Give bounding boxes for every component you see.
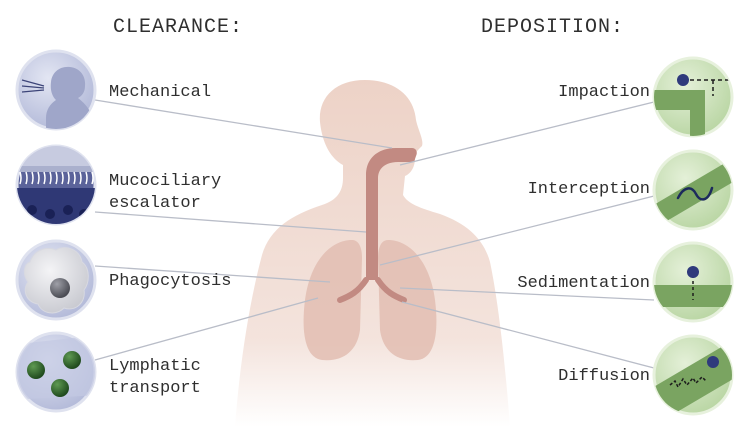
deposition-heading: DEPOSITION: <box>481 16 624 39</box>
label-sedimentation: Sedimentation <box>517 273 650 295</box>
label-mucociliary-line2: escalator <box>109 193 201 215</box>
cough-person-icon <box>17 51 95 140</box>
cilia-icon <box>15 146 97 228</box>
label-mucociliary-line1: Mucociliary <box>109 171 221 193</box>
label-interception: Interception <box>528 179 650 201</box>
label-impaction: Impaction <box>558 82 650 104</box>
label-lymphatic-line1: Lymphatic <box>109 356 201 378</box>
label-phagocytosis: Phagocytosis <box>109 271 231 293</box>
diffusion-icon <box>645 336 739 422</box>
lymph-particles-icon <box>10 333 100 411</box>
clearance-heading: CLEARANCE: <box>113 16 243 39</box>
interception-icon <box>645 151 739 229</box>
sedimentation-icon <box>650 243 739 321</box>
macrophage-icon <box>17 241 95 319</box>
impaction-icon <box>650 58 735 140</box>
label-diffusion: Diffusion <box>558 366 650 388</box>
label-mechanical: Mechanical <box>109 82 211 104</box>
connector-impaction <box>400 102 654 165</box>
label-lymphatic-line2: transport <box>109 378 201 400</box>
